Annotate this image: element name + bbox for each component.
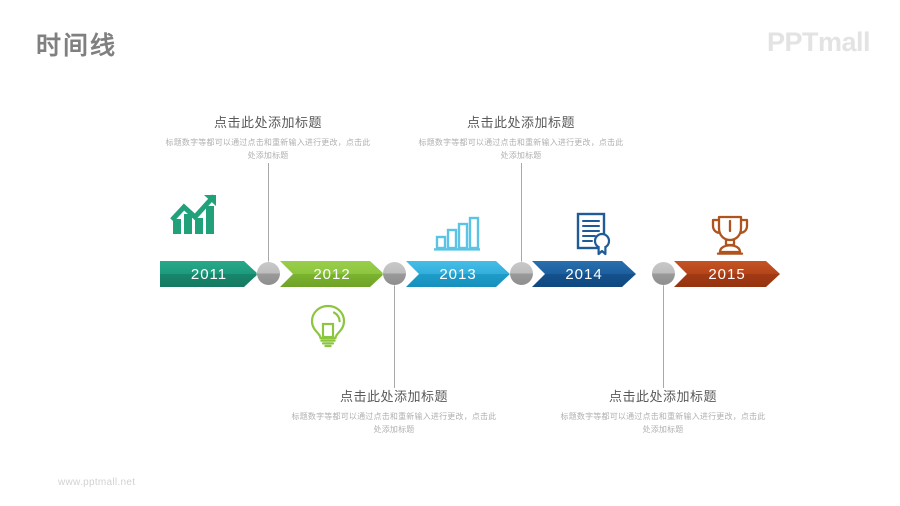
year-label-2014: 2014 (565, 265, 603, 283)
timeline-node-4[interactable] (652, 262, 675, 285)
callout-title: 点击此处添加标题 (213, 115, 322, 130)
arrow-shape (280, 261, 384, 287)
callout-body: 标题数字等都可以通过点击和重新输入进行更改，点击此处添加标题 (291, 412, 497, 434)
brand-logo: PPTmall (766, 27, 871, 57)
page-title: 时间线 (36, 32, 118, 60)
timeline-node-2[interactable] (383, 262, 406, 285)
callout-body: 标题数字等都可以通过点击和重新输入进行更改，点击此处添加标题 (165, 138, 371, 160)
timeline-segment-2013[interactable]: 2013 (406, 261, 510, 287)
connector-stem-2 (394, 273, 395, 388)
growth-bar-chart-icon (170, 193, 220, 237)
bar-chart-icon (432, 215, 482, 253)
footer-url: www.pptmall.net (58, 477, 136, 488)
arrow-shape (406, 261, 510, 287)
callout-4: 点击此处添加标题 标题数字等都可以通过点击和重新输入进行更改，点击此处添加标题 (559, 388, 767, 436)
callout-title: 点击此处添加标题 (608, 389, 717, 404)
year-label-2015: 2015 (708, 265, 746, 283)
arrow-shape (674, 261, 780, 287)
timeline-segment-2014[interactable]: 2014 (532, 261, 636, 287)
callout-1: 点击此处添加标题 标题数字等都可以通过点击和重新输入进行更改，点击此处添加标题 (164, 114, 372, 162)
connector-stem-4 (663, 273, 664, 388)
timeline-segment-2011[interactable]: 2011 (160, 261, 258, 287)
timeline-node-3[interactable] (510, 262, 533, 285)
timeline-segment-2012[interactable]: 2012 (280, 261, 384, 287)
callout-title: 点击此处添加标题 (339, 389, 448, 404)
certificate-icon (574, 212, 614, 256)
callout-3: 点击此处添加标题 标题数字等都可以通过点击和重新输入进行更改，点击此处添加标题 (417, 114, 625, 162)
connector-stem-1 (268, 163, 269, 263)
timeline-node-1[interactable] (257, 262, 280, 285)
light-bulb-icon (306, 303, 350, 349)
callout-body: 标题数字等都可以通过点击和重新输入进行更改，点击此处添加标题 (418, 138, 624, 160)
year-label-2013: 2013 (439, 265, 477, 283)
trophy-icon (709, 214, 751, 256)
year-label-2012: 2012 (313, 265, 351, 283)
timeline-segment-2015[interactable]: 2015 (674, 261, 780, 287)
callout-title: 点击此处添加标题 (466, 115, 575, 130)
year-label-2011: 2011 (190, 265, 228, 283)
callout-2: 点击此处添加标题 标题数字等都可以通过点击和重新输入进行更改，点击此处添加标题 (290, 388, 498, 436)
arrow-shape (532, 261, 636, 287)
callout-body: 标题数字等都可以通过点击和重新输入进行更改，点击此处添加标题 (560, 412, 766, 434)
connector-stem-3 (521, 163, 522, 263)
arrow-shape (160, 261, 258, 287)
